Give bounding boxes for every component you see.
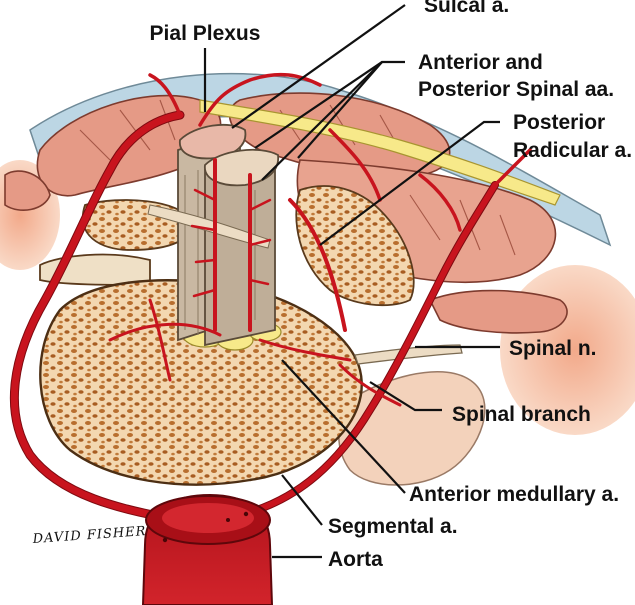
spinal-nerve bbox=[354, 344, 463, 365]
label-spinal-arteries-line2: Posterior Spinal aa. bbox=[418, 78, 614, 101]
aorta bbox=[141, 493, 274, 605]
label-posterior-radicular-line1: Posterior bbox=[513, 111, 605, 134]
fat-layer bbox=[199, 99, 561, 206]
artist-signature: DAVID FISHER bbox=[31, 524, 147, 547]
label-spinal-nerve: Spinal n. bbox=[509, 337, 597, 360]
label-anterior-medullary-artery: Anterior medullary a. bbox=[409, 483, 619, 506]
nerve-root bbox=[147, 204, 271, 249]
label-spinal-arteries-line1: Anterior and bbox=[418, 51, 543, 74]
label-posterior-radicular-line2: Radicular a. bbox=[513, 139, 632, 162]
label-sulcal-artery: Sulcal a. bbox=[424, 0, 509, 17]
label-spinal-branch: Spinal branch bbox=[452, 403, 591, 426]
label-aorta: Aorta bbox=[328, 548, 383, 571]
spinal-cord bbox=[177, 123, 279, 347]
label-pial-plexus: Pial Plexus bbox=[150, 22, 261, 45]
leader-lines bbox=[203, 4, 500, 559]
arteries bbox=[9, 72, 532, 525]
label-segmental-artery: Segmental a. bbox=[328, 515, 458, 538]
